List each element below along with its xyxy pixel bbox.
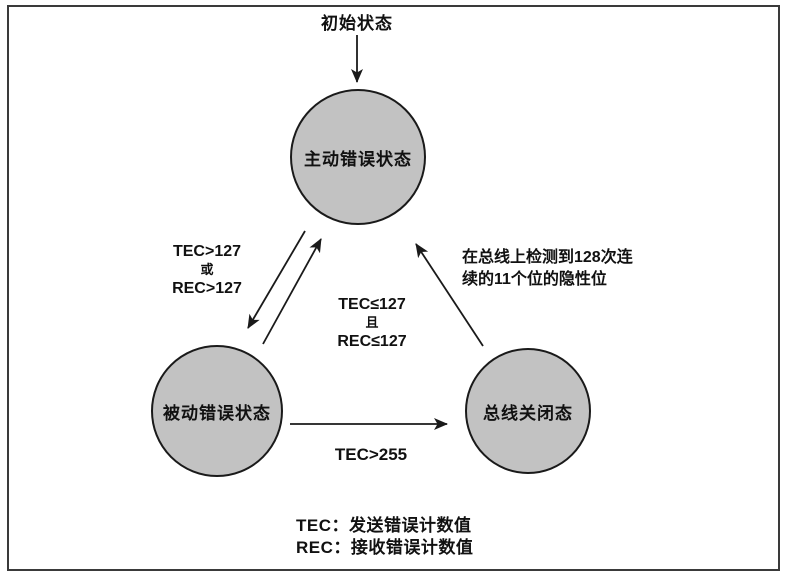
state-active-error-label: 主动错误状态	[304, 149, 412, 169]
condition-or: 或	[200, 262, 214, 278]
condition-busoff-to-active: 在总线上检测到128次连 续的11个位的隐性位	[462, 247, 662, 291]
arrow-passive-to-active	[262, 238, 322, 345]
state-active-error: 主动错误状态	[290, 89, 426, 225]
condition-and: 且	[365, 315, 379, 331]
condition-passive-to-active: TEC≤127 且 REC≤127	[312, 295, 432, 353]
legend-tec: TEC：发送错误计数值	[296, 516, 472, 535]
condition-tec-gt-255: TEC>255	[334, 445, 408, 464]
condition-tec-gt-127: TEC>127	[172, 243, 242, 260]
state-passive-error-label: 被动错误状态	[163, 403, 271, 423]
condition-busoff-line2: 续的11个位的隐性位	[462, 271, 607, 289]
condition-tec-le-127: TEC≤127	[338, 296, 406, 313]
condition-busoff-line1: 在总线上检测到128次连	[462, 249, 633, 266]
condition-rec-le-127: REC≤127	[337, 333, 407, 351]
condition-active-to-passive: TEC>127 或 REC>127	[147, 242, 267, 300]
legend-rec: REC：接收错误计数值	[296, 538, 474, 558]
condition-passive-to-busoff: TEC>255	[321, 444, 421, 466]
state-passive-error: 被动错误状态	[151, 345, 283, 477]
initial-state-label: 初始状态	[321, 14, 393, 33]
arrow-active-to-passive	[247, 230, 306, 329]
condition-rec-gt-127: REC>127	[172, 280, 242, 298]
state-bus-off: 总线关闭态	[465, 348, 591, 474]
arrow-busoff-to-active	[415, 243, 484, 347]
legend: TEC：发送错误计数值 REC：接收错误计数值	[296, 515, 473, 560]
state-bus-off-label: 总线关闭态	[483, 403, 573, 423]
